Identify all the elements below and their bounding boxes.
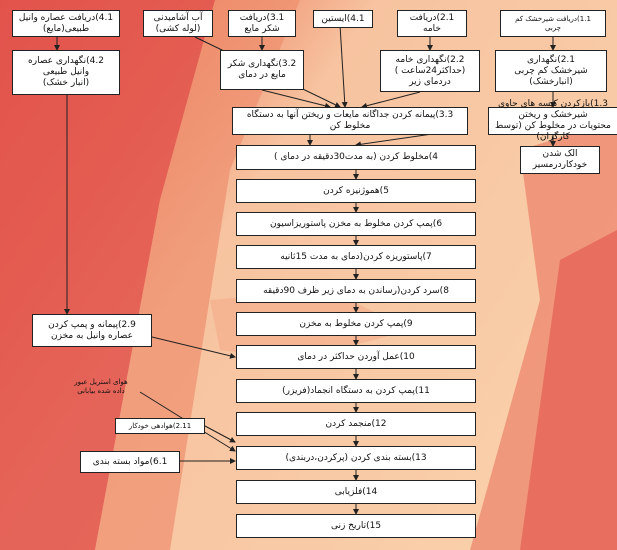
step-6-pump-to-pasteurizer: 6)پمپ کردن مخلوط به مخزن پاستوریزاسیون xyxy=(236,212,476,236)
box-13-open-bags: 1.3)بازکردن کیسه های حاوی شیرخشک و ریختن… xyxy=(488,99,617,142)
box-22-cream-storage: 2.2)نگهداری خامه (حداکثر24ساعت ) دردمای … xyxy=(380,50,480,92)
box-auto-sieving: الک شدن خودکاردرمسیر xyxy=(520,146,600,174)
step-10-aging: 10)عمل آوردن حداکثر در دمای xyxy=(236,345,476,369)
box-211-auto-aeration: 2.11)هوادهی خودکار xyxy=(115,418,205,434)
step-9-pump-to-tank: 9)پمپ کردن مخلوط به مخزن xyxy=(236,312,476,336)
box-11-skim-milk-powder-receive: 1.1)دریافت شیرخشک کم چربی xyxy=(500,10,606,37)
box-21-milk-powder-storage: 2.1)نگهداری شیرخشک کم چربی (انبارخشک) xyxy=(495,50,607,92)
step-12-freezing: 12)منجمد کردن xyxy=(236,412,476,436)
box-29-vanilla-measure-pump: 2.9)پیمانه و پمپ کردن عصاره وانیل به مخز… xyxy=(32,314,152,347)
box-33-measure-liquids: 3.3)پیمانه کردن جداگانه مایعات و ریختن آ… xyxy=(232,107,468,135)
box-61-packaging-materials: 6.1)مواد بسته بندی xyxy=(80,451,180,473)
box-41-stabilizer: 4.1)ایستین xyxy=(313,10,373,28)
box-41-vanilla-receive: 4.1)دریافت عصاره وانیل طبیعی(مایع) xyxy=(12,10,120,37)
box-21-cream-receive: 2.1)دریافت خامه xyxy=(397,10,467,37)
box-42-vanilla-storage: 4.2)نگهداری عصاره وانیل طبیعی (انبار خشک… xyxy=(12,50,120,95)
step-4-mixing: 4)مخلوط کردن (به مدت30دقیقه در دمای ) xyxy=(236,145,476,170)
step-7-pasteurize: 7)پاستوریزه کردن(دمای به مدت 15ثانیه xyxy=(236,245,476,269)
step-8-cooling: 8)سرد کردن(رساندن به دمای زیر ظرف 90دقیق… xyxy=(236,279,476,303)
step-5-homogenize: 5)هموژنیزه کردن xyxy=(236,179,476,203)
label-sterile-air: هوای استریل عبور داده شده بیابانی xyxy=(74,378,128,395)
step-15-date-coding: 15)تاریخ زنی xyxy=(236,514,476,538)
box-drinking-water: آب آشامیدنی (لوله کشی) xyxy=(143,10,213,37)
box-31-liquid-sugar-receive: 3.1)دریافت شکر مایع xyxy=(228,10,296,37)
step-11-pump-to-freezer: 11)پمپ کردن به دستگاه انجماد(فریزر) xyxy=(236,379,476,403)
step-13-packaging: 13)بسته بندی کردن (پرکردن،دربندی) xyxy=(236,446,476,470)
box-32-sugar-storage: 3.2)نگهداری شکر مایع در دمای xyxy=(220,50,304,90)
step-14-metal-detection: 14)فلزیابی xyxy=(236,480,476,504)
